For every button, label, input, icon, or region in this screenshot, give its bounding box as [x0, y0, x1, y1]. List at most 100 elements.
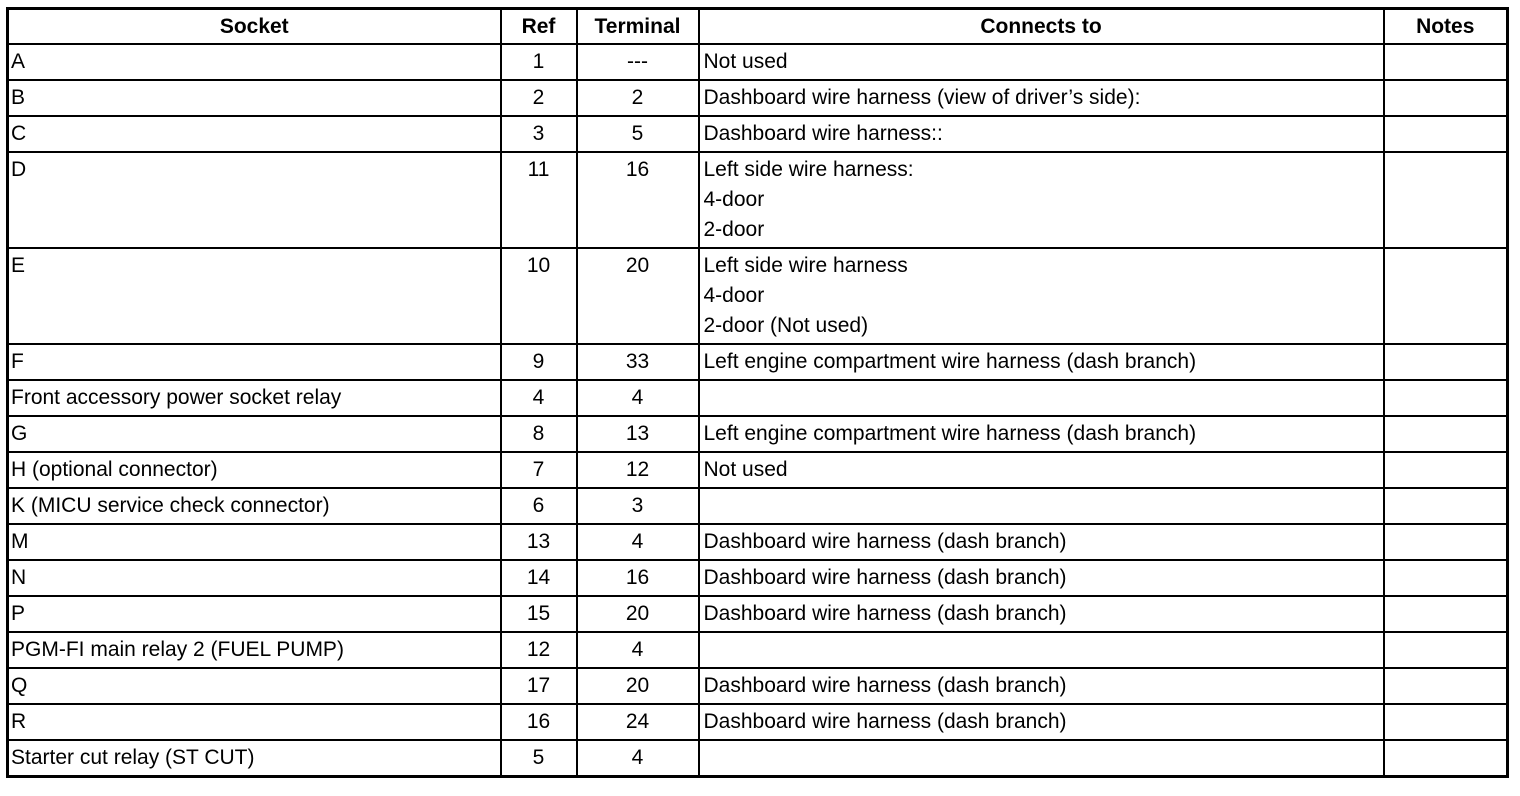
cell-connects-to [697, 739, 1385, 778]
cell-terminal: 16 [575, 559, 700, 597]
connects-line: Dashboard wire harness:: [703, 122, 943, 145]
cell-terminal: 20 [575, 667, 700, 705]
cell-terminal: 33 [575, 343, 700, 381]
cell-connects-to [697, 631, 1385, 669]
cell-ref: 8 [499, 415, 578, 453]
connects-line: Dashboard wire harness (view of driver’s… [703, 86, 1141, 109]
cell-terminal: 13 [575, 415, 700, 453]
cell-socket: A [6, 43, 502, 81]
cell-socket: PGM-FI main relay 2 (FUEL PUMP) [6, 631, 502, 669]
cell-socket: M [6, 523, 502, 561]
cell-socket: D [6, 151, 502, 249]
table-header: Socket Ref Terminal Connects to Notes [6, 7, 1509, 45]
cell-ref: 1 [499, 43, 578, 81]
cell-socket: R [6, 703, 502, 741]
cell-ref: 15 [499, 595, 578, 633]
connects-line: Dashboard wire harness (dash branch) [703, 710, 1067, 733]
cell-notes [1382, 415, 1509, 453]
cell-ref: 17 [499, 667, 578, 705]
cell-notes [1382, 595, 1509, 633]
header-row: Socket Ref Terminal Connects to Notes [6, 7, 1509, 45]
cell-notes [1382, 379, 1509, 417]
cell-connects-to: Left side wire harness: 4-door 2-door [697, 151, 1385, 249]
cell-socket: Starter cut relay (ST CUT) [6, 739, 502, 778]
connects-line: Left side wire harness [703, 254, 908, 277]
cell-connects-to [697, 379, 1385, 417]
cell-socket: F [6, 343, 502, 381]
cell-terminal: 4 [575, 631, 700, 669]
connects-line: Dashboard wire harness (dash branch) [703, 674, 1067, 697]
cell-notes [1382, 523, 1509, 561]
cell-notes [1382, 631, 1509, 669]
cell-notes [1382, 559, 1509, 597]
cell-socket: N [6, 559, 502, 597]
cell-connects-to: Dashboard wire harness (dash branch) [697, 595, 1385, 633]
cell-ref: 13 [499, 523, 578, 561]
cell-connects-to: Dashboard wire harness (dash branch) [697, 523, 1385, 561]
connects-line: 4-door [703, 284, 765, 307]
cell-connects-to [697, 487, 1385, 525]
cell-ref: 14 [499, 559, 578, 597]
cell-notes [1382, 487, 1509, 525]
connects-line: Dashboard wire harness (dash branch) [703, 530, 1067, 553]
cell-socket: B [6, 79, 502, 117]
cell-connects-to: Not used [697, 43, 1385, 81]
cell-notes [1382, 115, 1509, 153]
cell-notes [1382, 703, 1509, 741]
cell-connects-to: Left engine compartment wire harness (da… [697, 415, 1385, 453]
cell-terminal: 20 [575, 595, 700, 633]
connects-line: 2-door [703, 218, 765, 241]
cell-connects-to: Dashboard wire harness (dash branch) [697, 667, 1385, 705]
cell-terminal: 4 [575, 739, 700, 778]
cell-terminal: --- [575, 43, 700, 81]
cell-notes [1382, 667, 1509, 705]
header-socket: Socket [6, 7, 502, 45]
cell-notes [1382, 79, 1509, 117]
cell-socket: K (MICU service check connector) [6, 487, 502, 525]
cell-ref: 16 [499, 703, 578, 741]
cell-socket: G [6, 415, 502, 453]
cell-terminal: 16 [575, 151, 700, 249]
cell-notes [1382, 151, 1509, 249]
cell-terminal: 20 [575, 247, 700, 345]
cell-terminal: 24 [575, 703, 700, 741]
connects-line: Dashboard wire harness (dash branch) [703, 602, 1067, 625]
cell-terminal: 3 [575, 487, 700, 525]
cell-notes [1382, 451, 1509, 489]
connects-line: 4-door [703, 188, 765, 211]
cell-ref: 12 [499, 631, 578, 669]
cell-connects-to: Dashboard wire harness (dash branch) [697, 703, 1385, 741]
header-connects-to: Connects to [697, 7, 1385, 45]
cell-connects-to: Left engine compartment wire harness (da… [697, 343, 1385, 381]
cell-terminal: 5 [575, 115, 700, 153]
connects-line: Not used [703, 50, 788, 73]
connects-line: Left side wire harness: [703, 158, 914, 181]
cell-socket: H (optional connector) [6, 451, 502, 489]
cell-notes [1382, 343, 1509, 381]
cell-ref: 9 [499, 343, 578, 381]
header-ref: Ref [499, 7, 578, 45]
header-terminal: Terminal [575, 7, 700, 45]
cell-connects-to: Not used [697, 451, 1385, 489]
cell-ref: 3 [499, 115, 578, 153]
cell-ref: 6 [499, 487, 578, 525]
cell-notes [1382, 739, 1509, 778]
cell-ref: 10 [499, 247, 578, 345]
cell-connects-to: Dashboard wire harness (view of driver’s… [697, 79, 1385, 117]
cell-socket: C [6, 115, 502, 153]
cell-connects-to: Dashboard wire harness (dash branch) [697, 559, 1385, 597]
cell-socket: P [6, 595, 502, 633]
